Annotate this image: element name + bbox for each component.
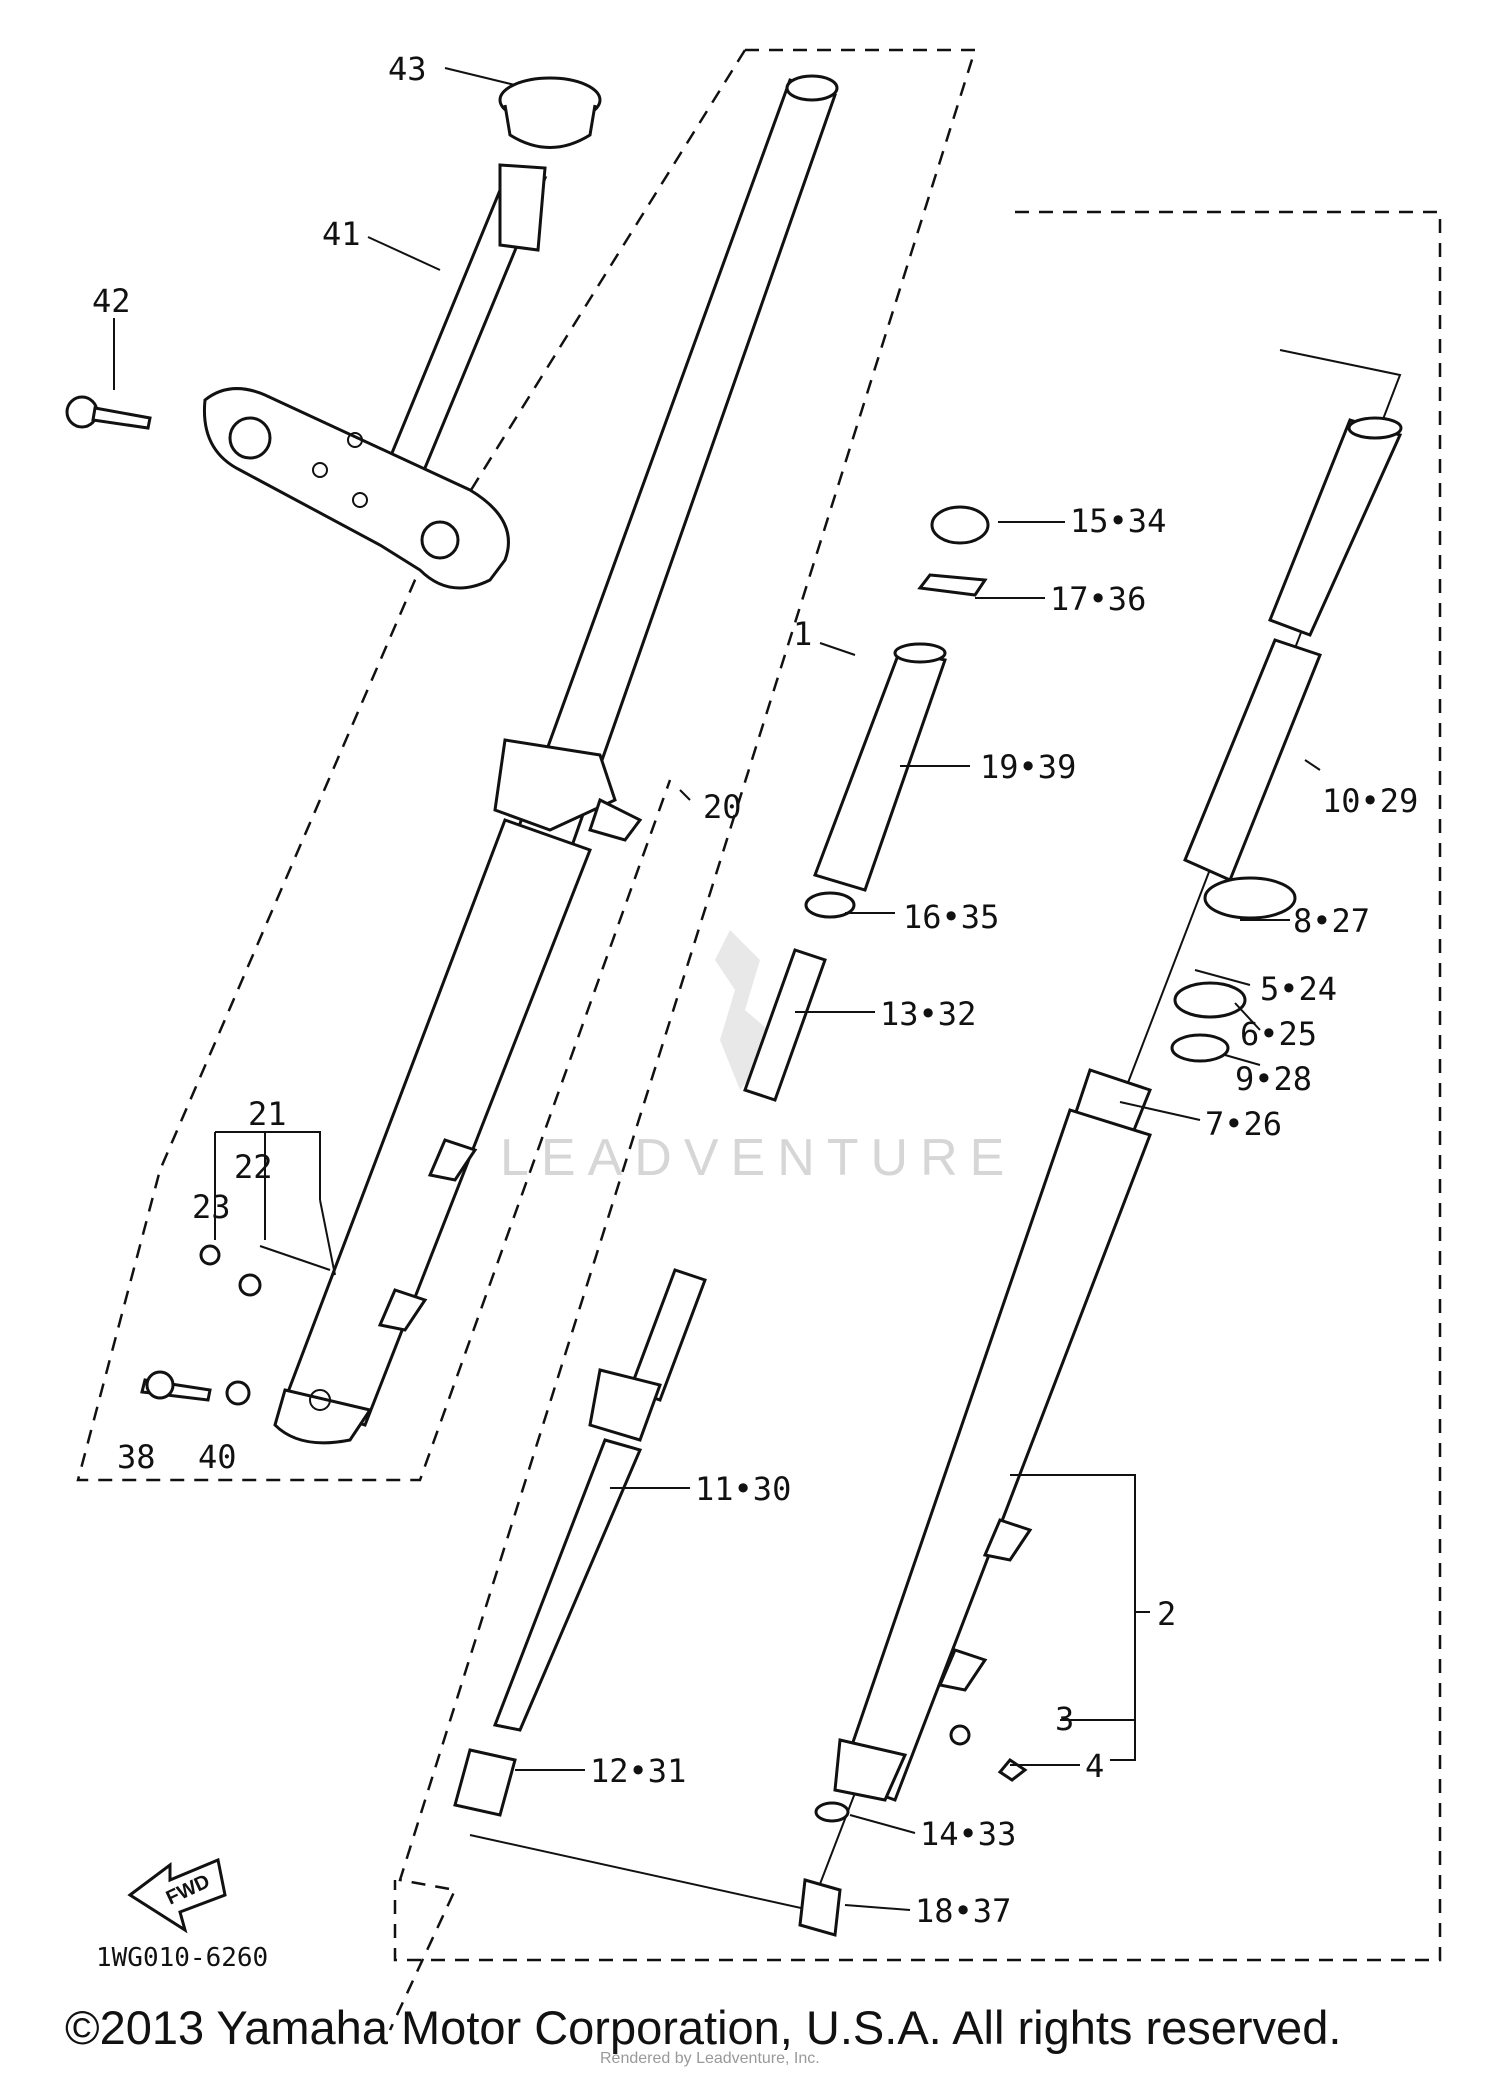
bearing-part bbox=[498, 76, 602, 149]
under-bracket-part bbox=[202, 163, 548, 590]
outer-tube-right-part bbox=[798, 416, 1403, 1937]
callout-19-39: 19•39 bbox=[980, 748, 1076, 786]
leader-lines bbox=[113, 67, 1321, 1911]
leadventure-watermark-text: LEADVENTURE bbox=[500, 1129, 1016, 1187]
callout-12-31: 12•31 bbox=[590, 1752, 686, 1790]
callout-20: 20 bbox=[703, 788, 742, 826]
callout-40: 40 bbox=[198, 1438, 237, 1476]
callout-17-36: 17•36 bbox=[1050, 580, 1146, 618]
callout-15-34: 15•34 bbox=[1070, 502, 1166, 540]
callout-7-26: 7•26 bbox=[1205, 1105, 1282, 1143]
copyright-notice: ©2013 Yamaha Motor Corporation, U.S.A. A… bbox=[65, 2001, 1342, 2054]
bolt-42-part bbox=[65, 395, 152, 430]
callout-9-28: 9•28 bbox=[1235, 1060, 1312, 1098]
figure-code: 1WG010-6260 bbox=[96, 1943, 268, 1973]
callout-23: 23 bbox=[192, 1188, 231, 1226]
callout-14-33: 14•33 bbox=[920, 1815, 1016, 1853]
callout-10-29: 10•29 bbox=[1322, 782, 1418, 820]
callout-13-32: 13•32 bbox=[880, 995, 976, 1033]
callout-6-25: 6•25 bbox=[1240, 1015, 1317, 1053]
callout-5-24: 5•24 bbox=[1260, 970, 1337, 1008]
callout-4: 4 bbox=[1085, 1747, 1104, 1785]
small-hardware-left bbox=[140, 1244, 262, 1406]
group-outline-2 bbox=[393, 210, 1442, 1962]
callout-1: 1 bbox=[793, 615, 812, 653]
fwd-arrow-icon: FWD bbox=[127, 1857, 227, 1934]
callout-21: 21 bbox=[248, 1095, 287, 1133]
callout-18-37: 18•37 bbox=[915, 1892, 1011, 1930]
rendered-by-caption: Rendered by Leadventure, Inc. bbox=[600, 2050, 820, 2067]
fork-internals-part bbox=[453, 505, 990, 1817]
callout-41: 41 bbox=[322, 215, 361, 253]
callout-42: 42 bbox=[92, 282, 131, 320]
inner-tube-left-part bbox=[273, 74, 839, 1445]
callout-11-30: 11•30 bbox=[695, 1470, 791, 1508]
callout-16-35: 16•35 bbox=[903, 898, 999, 936]
callout-22: 22 bbox=[234, 1148, 273, 1186]
callout-3: 3 bbox=[1055, 1700, 1074, 1738]
callout-38: 38 bbox=[117, 1438, 156, 1476]
callout-8-27: 8•27 bbox=[1293, 902, 1370, 940]
callout-2: 2 bbox=[1157, 1595, 1176, 1633]
callout-43: 43 bbox=[388, 50, 427, 88]
group-outline-20 bbox=[76, 48, 977, 2031]
